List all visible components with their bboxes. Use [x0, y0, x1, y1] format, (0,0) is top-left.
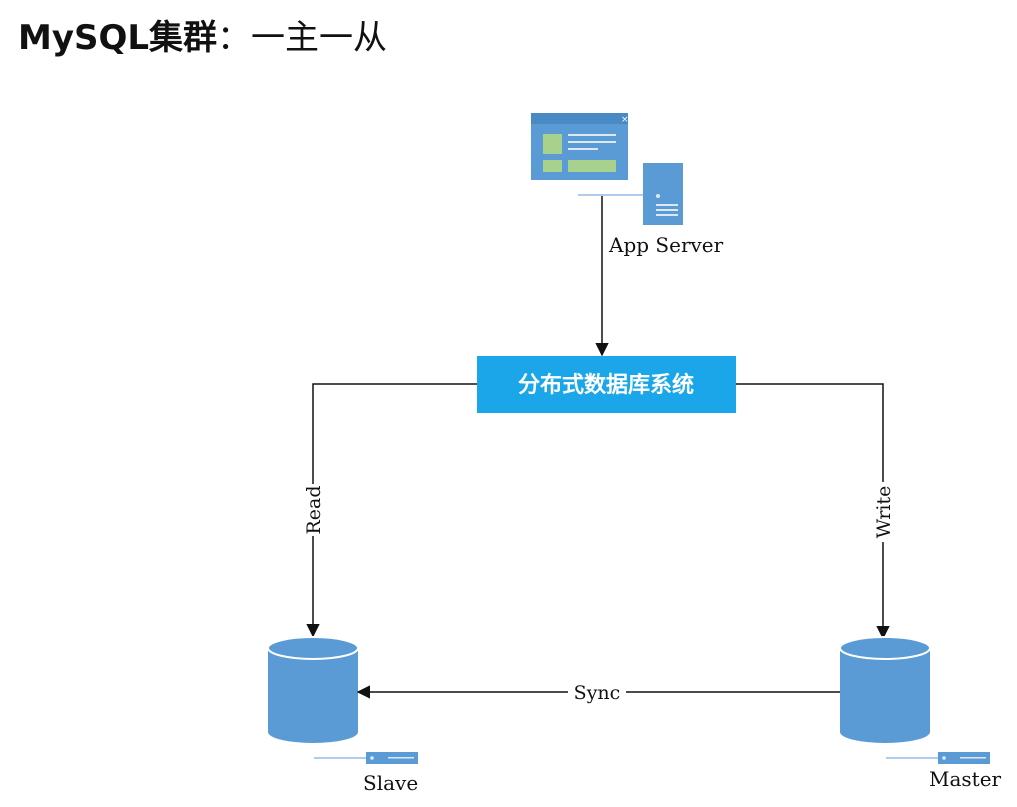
page-title-sub: ：一主一从	[217, 18, 388, 58]
slave-label: Slave	[363, 771, 418, 795]
page-title: MySQL集群：一主一从	[18, 10, 387, 59]
page-title-main: MySQL集群	[18, 18, 218, 58]
app-server-icon: ×	[531, 113, 683, 225]
distributed-db-system-box: 分布式数据库系统	[477, 356, 736, 413]
read-label: Read	[303, 485, 325, 534]
sync-label: Sync	[574, 682, 621, 704]
distributed-db-system-label: 分布式数据库系统	[518, 372, 694, 398]
svg-text:×: ×	[621, 115, 629, 125]
slave-database-icon	[267, 636, 359, 743]
slave-server-icon	[314, 752, 418, 764]
master-database-icon	[839, 636, 931, 743]
write-arrow	[736, 383, 890, 640]
write-label: Write	[873, 486, 895, 539]
master-label: Master	[929, 767, 1002, 791]
app-server-label: App Server	[608, 233, 724, 257]
master-server-icon	[886, 752, 990, 764]
read-arrow	[306, 383, 477, 638]
